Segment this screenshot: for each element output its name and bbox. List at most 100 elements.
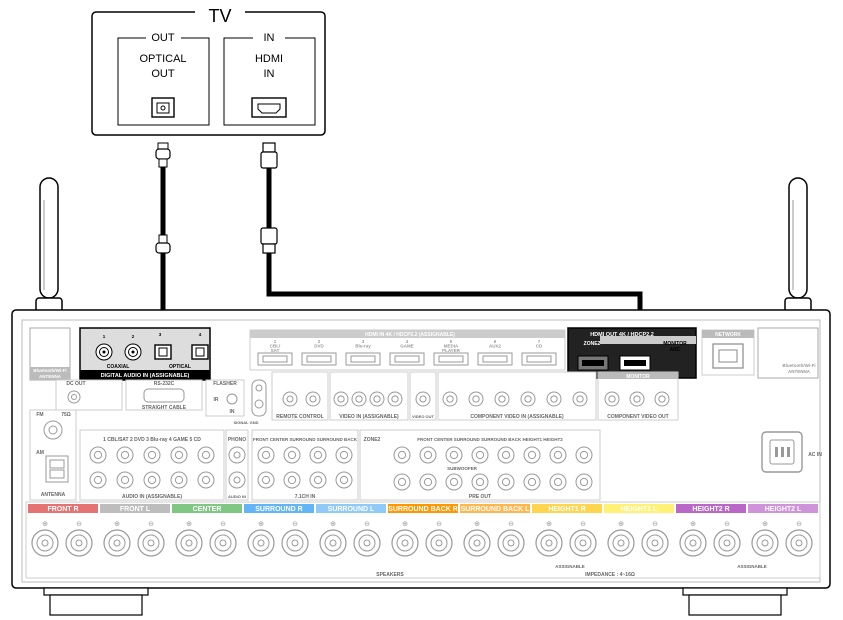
audio-in-jack-r-5[interactable] [197,446,215,464]
audio-in-jack-r-2[interactable] [116,446,134,464]
pre-out-jack-top-2[interactable] [419,446,437,464]
speaker-post-4-minus[interactable]: ⊖ [281,521,309,557]
hdmi-out-monitor-port[interactable] [619,355,651,371]
speaker-post-6-plus[interactable]: ⊕ [391,521,419,557]
seven-ch-jack-bottom-2[interactable] [283,471,301,489]
video-in-jack-4[interactable] [387,391,403,407]
speaker-post-7-plus[interactable]: ⊕ [463,521,491,557]
pre-out-jack-top-5[interactable] [497,446,515,464]
speaker-post-6-minus[interactable]: ⊖ [425,521,453,557]
pre-out-jack-bottom-8[interactable] [575,473,593,491]
component-in-jack-2[interactable] [468,391,484,407]
optical-jack-3[interactable] [154,344,172,360]
component-out-jack-1[interactable] [604,391,620,407]
pre-out-jack-bottom-3[interactable] [445,473,463,491]
component-out-jack-2[interactable] [629,391,645,407]
hdmi-in-port-7[interactable]: 7CD [521,339,557,366]
speaker-post-3-plus[interactable]: ⊕ [175,521,203,557]
seven-ch-jack-top-4[interactable] [335,446,353,464]
ac-in-socket[interactable] [761,431,803,473]
pre-out-jack-bottom-5[interactable] [497,473,515,491]
audio-in-jack-r-1[interactable] [89,446,107,464]
component-in-jack-1[interactable] [442,391,458,407]
audio-in-jack-l-3[interactable] [143,471,161,489]
video-out-jack[interactable] [415,391,431,407]
pre-out-jack-top-4[interactable] [471,446,489,464]
hdmi-out-zone2-port[interactable] [577,355,609,371]
ethernet-port[interactable] [712,343,744,369]
phono-jack-top[interactable] [228,446,246,464]
speaker-post-8-minus[interactable]: ⊖ [569,521,597,557]
seven-ch-jack-bottom-3[interactable] [309,471,327,489]
speaker-post-10-minus[interactable]: ⊖ [713,521,741,557]
component-in-jack-5[interactable] [546,391,562,407]
video-in-jack-1[interactable] [333,391,349,407]
remote-out-jack[interactable] [305,391,321,407]
audio-in-jack-l-5[interactable] [197,471,215,489]
fm-jack[interactable] [43,420,63,440]
seven-ch-jack-top-2[interactable] [283,446,301,464]
remote-in-jack[interactable] [282,391,298,407]
tv-optical-port[interactable] [151,97,175,118]
pre-out-jack-top-7[interactable] [549,446,567,464]
audio-in-jack-l-4[interactable] [170,471,188,489]
pre-out-jack-bottom-1[interactable] [393,473,411,491]
pre-out-jack-top-6[interactable] [523,446,541,464]
dc-out-jack[interactable] [67,390,81,404]
pre-out-jack-top-3[interactable] [445,446,463,464]
speaker-post-2-plus[interactable]: ⊕ [103,521,131,557]
rs232c-port[interactable] [143,388,185,403]
speaker-post-5-plus[interactable]: ⊕ [319,521,347,557]
seven-ch-jack-bottom-4[interactable] [335,471,353,489]
pre-out-jack-top-8[interactable] [575,446,593,464]
am-terminal[interactable] [45,455,69,483]
coaxial-jack-2[interactable] [124,343,142,361]
speaker-post-3-minus[interactable]: ⊖ [209,521,237,557]
pre-out-jack-bottom-2[interactable] [419,473,437,491]
pre-out-jack-bottom-6[interactable] [523,473,541,491]
speaker-post-5-minus[interactable]: ⊖ [353,521,381,557]
component-in-jack-6[interactable] [572,391,588,407]
speaker-post-9-plus[interactable]: ⊕ [607,521,635,557]
flasher-jack[interactable] [226,393,238,405]
seven-ch-jack-top-3[interactable] [309,446,327,464]
speaker-post-8-plus[interactable]: ⊕ [535,521,563,557]
tv-hdmi-port[interactable] [251,97,287,118]
speaker-post-11-plus[interactable]: ⊕ [751,521,779,557]
audio-in-jack-r-4[interactable] [170,446,188,464]
optical-jack-4[interactable] [191,344,209,360]
seven-ch-jack-bottom-1[interactable] [257,471,275,489]
audio-in-jack-l-1[interactable] [89,471,107,489]
polarity-label: ⊖ [796,521,802,528]
pre-out-jack-bottom-4[interactable] [471,473,489,491]
speaker-post-1-plus[interactable]: ⊕ [31,521,59,557]
component-out-jack-3[interactable] [654,391,670,407]
video-in-jack-2[interactable] [351,391,367,407]
audio-in-jack-l-2[interactable] [116,471,134,489]
phono-jack-bottom[interactable] [228,471,246,489]
speaker-post-10-plus[interactable]: ⊕ [679,521,707,557]
speaker-post-1-minus[interactable]: ⊖ [65,521,93,557]
speaker-post-11-minus[interactable]: ⊖ [785,521,813,557]
speaker-post-7-minus[interactable]: ⊖ [497,521,525,557]
component-in-jack-3[interactable] [494,391,510,407]
speaker-post-9-minus[interactable]: ⊖ [641,521,669,557]
coaxial-jack-1[interactable] [95,343,113,361]
component-in-jack-4[interactable] [520,391,536,407]
assignable-label-2: ASSIGNABLE [737,564,767,569]
seven-ch-jack-top-1[interactable] [257,446,275,464]
pre-out-jack-top-1[interactable] [393,446,411,464]
audio-in-jack-r-3[interactable] [143,446,161,464]
speaker-post-4-plus[interactable]: ⊕ [247,521,275,557]
pre-out-jack-bottom-7[interactable] [549,473,567,491]
speaker-post-2-minus[interactable]: ⊖ [137,521,165,557]
signal-gnd-terminal[interactable] [251,379,267,417]
video-in-jack-3[interactable] [369,391,385,407]
